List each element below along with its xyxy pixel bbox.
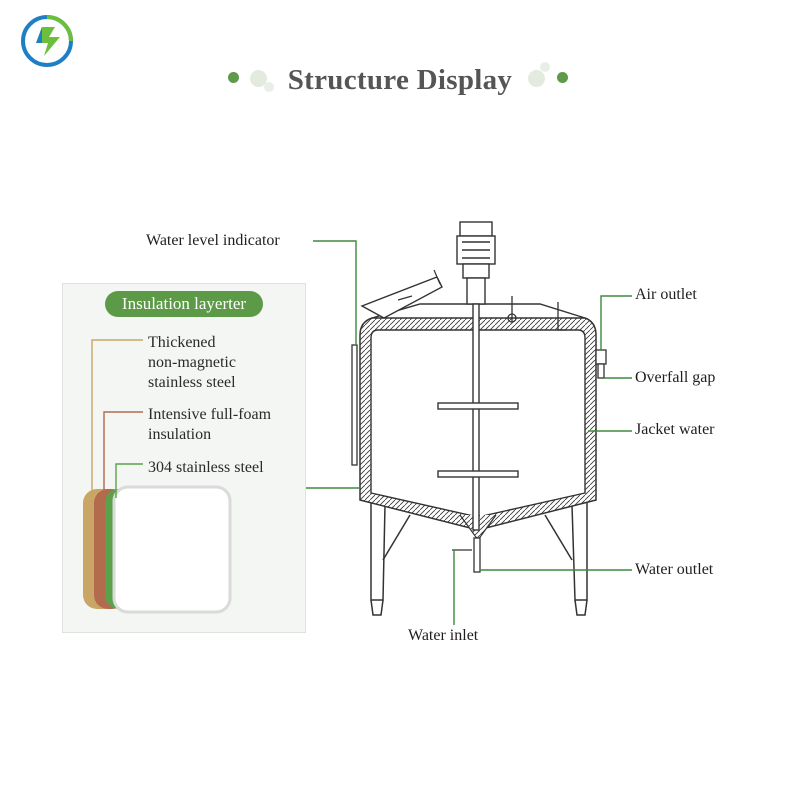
title-dot-right [557,72,568,83]
brand-logo [21,15,73,67]
tank-legs [370,500,588,616]
layer-strips [83,485,232,614]
label-water-outlet: Water outlet [635,561,714,578]
layer-label-steel: Thickened non-magnetic stainless steel [148,333,236,393]
brace-left [382,514,411,561]
title-bubble-right [528,70,545,87]
callout-leaders [306,240,632,625]
overfall-fitting [595,349,607,379]
agitator-shaft [472,303,480,531]
title-bubble-left [250,70,267,87]
top-fittings [507,296,566,331]
title-dot-left [228,72,239,83]
logo-ring-green [46,15,73,42]
panel-leaders [91,339,143,498]
overfall-pipe [597,363,605,379]
manhole-lid-hinge [397,295,413,301]
agitator-paddle-upper [437,402,519,410]
layer-foam-line-1: Intensive full-foam [148,406,272,423]
water-outlet-valve [452,537,481,573]
leader-steel [91,339,143,498]
fitting-elbow [557,302,566,331]
page-title: Structure Display [287,64,513,96]
label-jacket-water: Jacket water [635,421,715,438]
overfall-box [595,349,607,365]
agitator-paddle-lower [437,470,519,478]
layer-label-foam: Intensive full-foam insulation [148,405,271,445]
level-indicator-tube [351,344,358,466]
layer-sample-body [112,485,232,614]
motor-mount [466,277,486,305]
leader-water-level [313,240,357,345]
leader-foam [103,411,143,498]
manhole-lid [360,269,443,319]
outlet-pipe [473,537,481,573]
layer-foam-line-2: insulation [148,426,212,443]
label-water-level-indicator: Water level indicator [146,232,280,249]
label-water-inlet: Water inlet [408,627,479,644]
leader-304 [115,463,143,498]
manhole-lid-plate [360,276,443,319]
title-bubble-left-small [264,82,274,92]
motor-gearbox [462,263,490,279]
leg-right-foot [574,599,588,616]
brace-right [544,514,573,561]
fitting-valve [507,313,517,323]
agitator-motor [456,221,496,305]
layer-304-line-1: 304 stainless steel [148,459,264,476]
motor-cap [459,221,493,237]
agitator [437,303,519,531]
leader-air-outlet [600,295,632,350]
leg-left-foot [370,599,384,616]
insulation-heading: Insulation layerter [105,291,263,317]
layer-steel-line-2: non-magnetic [148,354,236,371]
layer-steel-line-3: stainless steel [148,374,236,391]
leg-right [571,500,588,601]
label-overfall-gap: Overfall gap [635,369,716,386]
page-title-bar: Structure Display [0,60,800,106]
leg-left [370,500,386,601]
manhole-lid-handle [433,269,441,285]
label-air-outlet: Air outlet [635,286,697,303]
title-bubble-right-small [540,62,550,72]
layer-label-304: 304 stainless steel [148,458,264,478]
layer-steel-line-1: Thickened [148,334,216,351]
logo-bolt-shade [36,27,42,43]
